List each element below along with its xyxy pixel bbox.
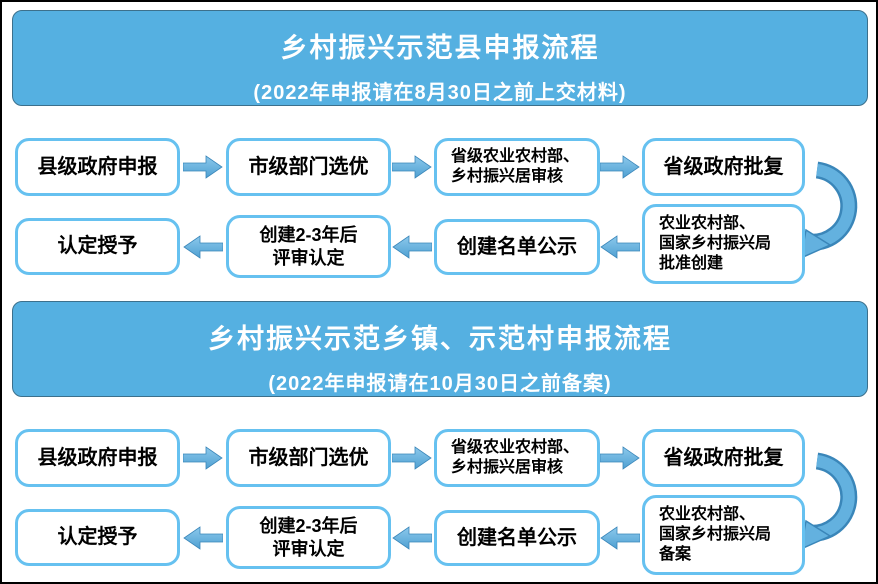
section-county-process: 乡村振兴示范县申报流程 (2022年申报请在8月30日之前上交材料) 县级政府申… [2, 10, 876, 300]
section-title: 乡村振兴示范乡镇、示范村申报流程 [208, 324, 672, 354]
arrow-left-icon [600, 235, 640, 259]
box-province-approval: 省级政府批复 [642, 138, 805, 196]
arrow-right-icon [392, 446, 432, 470]
banner-township: 乡村振兴示范乡镇、示范村申报流程 (2022年申报请在10月30日之前备案) [12, 301, 868, 397]
arrow-right-icon [600, 155, 640, 179]
box-list-publicity: 创建名单公示 [434, 510, 600, 566]
section-subtitle: (2022年申报请在8月30日之前上交材料) [253, 82, 627, 104]
arrow-left-icon [183, 235, 223, 259]
arrow-right-icon [183, 446, 223, 470]
box-award: 认定授予 [15, 509, 180, 566]
arrow-left-icon [183, 526, 223, 550]
box-award: 认定授予 [15, 218, 180, 275]
box-province-review: 省级农业农村部、 乡村振兴居审核 [434, 429, 600, 487]
arrow-right-icon [183, 155, 223, 179]
box-national-approve-create: 农业农村部、 国家乡村振兴局 批准创建 [642, 204, 805, 284]
arrow-left-icon [600, 526, 640, 550]
section-title: 乡村振兴示范县申报流程 [280, 33, 600, 63]
arrow-right-icon [600, 446, 640, 470]
box-review-2-3-years: 创建2-3年后 评审认定 [226, 506, 391, 569]
box-national-record: 农业农村部、 国家乡村振兴局 备案 [642, 495, 805, 575]
arrow-curve-down-icon [800, 452, 858, 551]
box-province-approval: 省级政府批复 [642, 429, 805, 487]
box-list-publicity: 创建名单公示 [434, 219, 600, 275]
box-county-apply: 县级政府申报 [15, 429, 180, 487]
box-city-select: 市级部门选优 [226, 429, 391, 487]
banner-county: 乡村振兴示范县申报流程 (2022年申报请在8月30日之前上交材料) [12, 10, 868, 106]
arrow-right-icon [392, 155, 432, 179]
box-county-apply: 县级政府申报 [15, 138, 180, 196]
arrow-curve-down-icon [800, 161, 858, 260]
box-city-select: 市级部门选优 [226, 138, 391, 196]
section-subtitle: (2022年申报请在10月30日之前备案) [268, 373, 612, 395]
section-township-process: 乡村振兴示范乡镇、示范村申报流程 (2022年申报请在10月30日之前备案) 县… [2, 301, 876, 582]
box-review-2-3-years: 创建2-3年后 评审认定 [226, 215, 391, 278]
arrow-left-icon [392, 235, 432, 259]
box-province-review: 省级农业农村部、 乡村振兴居审核 [434, 138, 600, 196]
arrow-left-icon [392, 526, 432, 550]
